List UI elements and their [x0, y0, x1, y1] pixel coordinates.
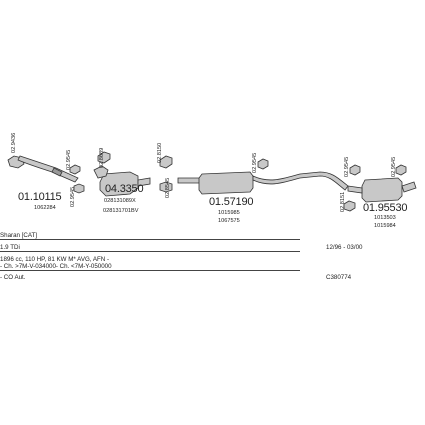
- fitting-label: 02.8150: [157, 142, 163, 163]
- part-number: 04.3350: [105, 183, 144, 195]
- vehicle-chassis: - Ch. >7M-V-034000- Ch. <7M-Y-050000: [0, 263, 112, 270]
- fitting-label: 02.8545: [165, 177, 171, 198]
- fitting-hanger2-icon: [257, 158, 269, 170]
- fitting-label: 02.9545: [391, 156, 397, 177]
- divider: [0, 251, 300, 252]
- part-ref: 028131701BV: [103, 208, 139, 214]
- part-number: 01.95530: [363, 202, 408, 214]
- fitting-clamp2-icon: [159, 155, 173, 169]
- part-ref: 1015984: [374, 223, 396, 229]
- fitting-rear-clamp-icon: [395, 164, 407, 176]
- fitting-label: 02.8151: [340, 191, 346, 212]
- front-pipe-shape: [17, 155, 79, 183]
- fitting-gasket-icon: [69, 164, 81, 175]
- rear-silencer-shape: [361, 177, 403, 203]
- fitting-seal-icon: [97, 151, 111, 164]
- catalyst-shape: [99, 171, 139, 197]
- catalog-code: C380774: [326, 274, 352, 281]
- part-number: 01.10115: [18, 191, 62, 203]
- part-ref: 1062284: [34, 205, 56, 211]
- fitting-rear-hanger-icon: [349, 164, 361, 176]
- tail-pipe-shape: [401, 181, 417, 193]
- part-ref: 1013503: [374, 215, 396, 221]
- fitting-label: 02.9545: [66, 149, 72, 170]
- part-ref: 028131089X: [104, 198, 136, 204]
- fitting-label: 02.9545: [252, 152, 258, 173]
- rear-inlet-shape: [347, 185, 363, 194]
- middle-silencer-shape: [198, 171, 254, 195]
- part-ref: 1015985: [218, 210, 240, 216]
- vehicle-model: Sharan [CAT]: [0, 232, 38, 239]
- fitting-clamp-icon: [73, 183, 85, 194]
- vehicle-gearbox: - CO Aut.: [0, 274, 26, 281]
- fitting-label: 02.9436: [11, 132, 17, 153]
- vehicle-years: 12/96 - 03/00: [326, 244, 363, 251]
- fitting-rear-gasket-icon: [343, 200, 356, 212]
- fitting-label: 02.9545: [70, 186, 76, 207]
- part-ref: 1067575: [218, 218, 240, 224]
- fitting-label: 02.9545: [344, 156, 350, 177]
- divider: [0, 270, 300, 271]
- front-pipe-flex-shape: [51, 167, 63, 177]
- divider: [0, 239, 300, 240]
- fitting-hanger-icon: [159, 181, 173, 193]
- rear-pipe-shape: [252, 171, 349, 191]
- part-number: 01.57190: [209, 196, 254, 208]
- vehicle-spec: 1896 cc, 110 HP, 81 KW M* AVG, AFN -: [0, 256, 110, 263]
- fitting-label: 02.8689: [99, 147, 105, 168]
- catalyst-outlet-shape: [137, 177, 151, 187]
- vehicle-engine: 1.9 TDi: [0, 244, 20, 251]
- catalyst-inlet-shape: [93, 165, 109, 179]
